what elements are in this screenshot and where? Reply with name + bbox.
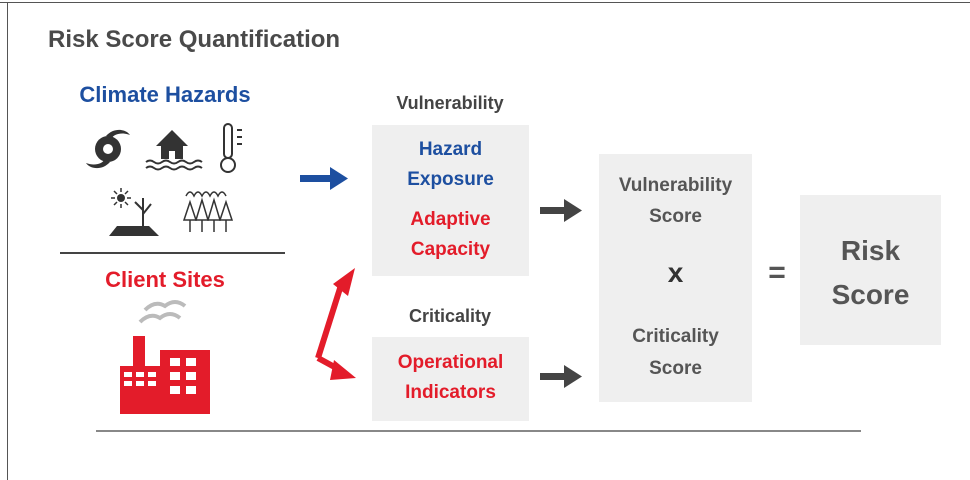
page-title: Risk Score Quantification xyxy=(48,26,341,53)
criticality-header: Criticality xyxy=(408,306,492,326)
criticality-score-line1: Criticality xyxy=(632,326,719,347)
drought-icon xyxy=(109,188,159,236)
equals-sign: = xyxy=(768,256,786,289)
factory-icon xyxy=(120,300,210,414)
adaptive-label-line1: Adaptive xyxy=(410,209,491,230)
criticality-box: Operational Indicators xyxy=(372,337,529,421)
risk-score-box: Risk Score xyxy=(800,195,941,345)
criticality-to-score-arrow xyxy=(540,365,582,388)
adaptive-label-line2: Capacity xyxy=(410,239,491,260)
vulnerability-box: Hazard Exposure Adaptive Capacity xyxy=(372,125,529,276)
climate-hazards-label: Climate Hazards xyxy=(79,82,251,107)
frame-top-border xyxy=(0,2,970,3)
vulnerability-score-line1: Vulnerability xyxy=(618,175,733,196)
hurricane-icon xyxy=(86,129,130,169)
vulnerability-to-score-arrow xyxy=(540,199,582,222)
scores-box: Vulnerability Score x Criticality Score xyxy=(599,154,752,402)
risk-score-line1: Risk xyxy=(840,235,901,266)
client-sites-arrows xyxy=(315,268,356,380)
flooded-house-icon xyxy=(145,130,203,171)
vulnerability-score-line2: Score xyxy=(649,206,702,227)
frame-left-border xyxy=(7,2,8,480)
hazard-label-line2: Exposure xyxy=(407,169,494,190)
multiply-sign: x xyxy=(667,257,684,288)
vulnerability-header: Vulnerability xyxy=(396,93,504,113)
hazard-label-line1: Hazard xyxy=(418,139,483,160)
risk-score-line2: Score xyxy=(831,279,910,310)
operational-label-line1: Operational xyxy=(397,352,504,373)
client-sites-label: Client Sites xyxy=(105,267,225,292)
criticality-score-line2: Score xyxy=(649,358,702,379)
wildfire-icon xyxy=(182,191,234,232)
hazards-arrow xyxy=(300,167,348,190)
operational-label-line2: Indicators xyxy=(405,382,496,403)
thermometer-icon xyxy=(220,123,242,173)
